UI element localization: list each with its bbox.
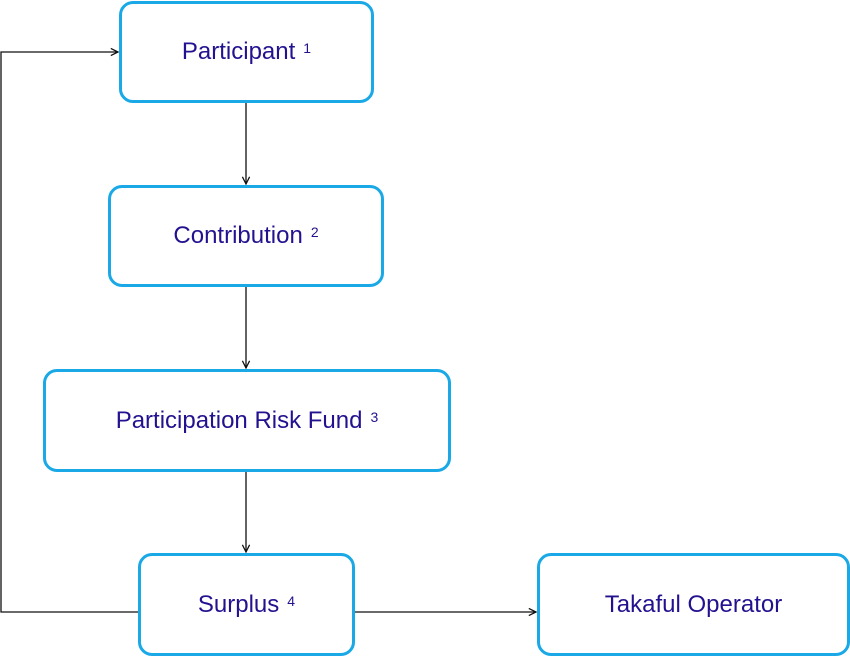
node-participation-risk-fund: Participation Risk Fund 3: [43, 369, 451, 472]
node-participant: Participant 1: [119, 1, 374, 103]
node-contribution-note: 2: [310, 224, 319, 240]
node-contribution-label: Contribution: [173, 222, 303, 249]
arrow-surplus-to-participant: [0, 52, 138, 613]
node-surplus-note: 4: [287, 592, 296, 609]
node-operator-label: Takaful Operator: [604, 590, 783, 618]
node-fund-label: Participation Risk Fund: [115, 406, 363, 434]
node-participant-label: Participant: [181, 38, 296, 65]
node-surplus-label: Surplus: [197, 590, 280, 618]
node-fund-note: 3: [370, 408, 379, 425]
node-takaful-operator: Takaful Operator: [537, 553, 850, 656]
node-participant-note: 1: [303, 40, 312, 56]
node-contribution: Contribution 2: [108, 185, 384, 287]
node-surplus: Surplus 4: [138, 553, 355, 656]
